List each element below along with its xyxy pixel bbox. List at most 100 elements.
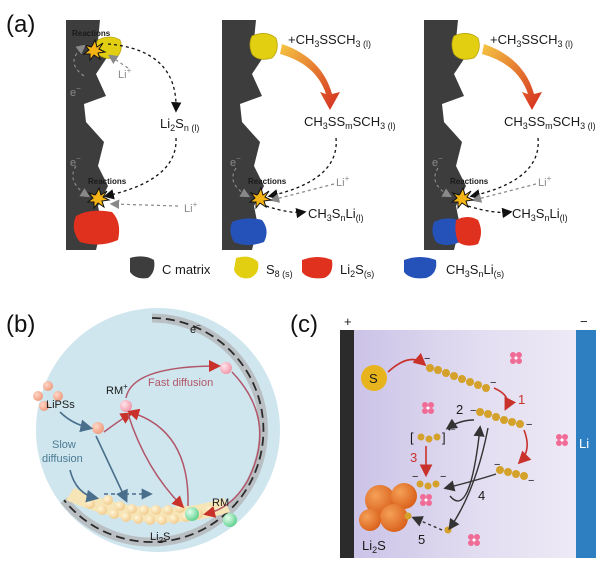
radical-marker-1 bbox=[510, 352, 522, 364]
li-arrow-3 bbox=[471, 183, 537, 203]
panel-c-label: (c) bbox=[290, 311, 318, 338]
cycle-arrow-down-3 bbox=[469, 137, 539, 200]
ch3snli-particle-2 bbox=[230, 218, 267, 245]
electron-label-b: e− bbox=[190, 321, 201, 336]
panel-a: (a) Reactions Reactions Li+ Li+ e− e− Li… bbox=[6, 11, 596, 279]
rm-plus-sphere bbox=[120, 400, 132, 412]
li-electrode-label: Li bbox=[579, 436, 589, 451]
electron-label-3: e− bbox=[432, 154, 443, 169]
electron-arrow-3 bbox=[434, 167, 453, 198]
panel-a-legend: C matrix S8 (s) Li2S(s) CH3SnLi(s) bbox=[130, 256, 504, 279]
rm-sphere-green-1 bbox=[185, 507, 199, 521]
chain-charge-4: − bbox=[526, 419, 532, 431]
reaction-star-3 bbox=[450, 186, 475, 210]
radical-marker-5 bbox=[468, 534, 480, 546]
rm-label: RM bbox=[212, 497, 229, 509]
cathode-electrode bbox=[340, 330, 354, 558]
chain-charge-2: − bbox=[490, 377, 496, 389]
polysulfide-chain-s8 bbox=[426, 364, 490, 392]
li-arrow-bottom bbox=[109, 199, 179, 210]
step-1-label: 1 bbox=[518, 392, 525, 407]
polysulfide-chain-s4 bbox=[496, 466, 528, 480]
rm-sphere-top bbox=[220, 362, 232, 374]
product-arrow-2 bbox=[265, 205, 307, 219]
reaction-arrow-s6-s4 bbox=[517, 429, 532, 465]
blocked-cross: × bbox=[120, 487, 127, 501]
free-sulfur-atom bbox=[404, 512, 412, 520]
sulfur-particle-2 bbox=[249, 33, 278, 60]
reaction-arrow-5 bbox=[411, 516, 443, 531]
large-loop-arrow bbox=[203, 371, 261, 518]
fast-diffusion-arrow bbox=[125, 360, 221, 399]
product-label-3a: CH3SSmSCH3 (l) bbox=[504, 114, 596, 131]
shell-dashes bbox=[63, 317, 265, 543]
reaction-star-2 bbox=[248, 186, 273, 210]
electron-label-1b: e− bbox=[70, 154, 81, 169]
li2s-sphere-3 bbox=[380, 504, 408, 532]
electron-label-2: e− bbox=[230, 154, 241, 169]
chain-charge-1: − bbox=[424, 353, 430, 365]
rm-sphere-green-2 bbox=[223, 513, 237, 527]
panel-b: (b) e− bbox=[6, 308, 280, 552]
slow-diffusion-arrow-2 bbox=[95, 435, 128, 503]
carbon-matrix-2 bbox=[222, 20, 264, 250]
reaction-arrow-1 bbox=[493, 387, 517, 411]
li-ion-label-3: Li+ bbox=[538, 174, 552, 189]
li-arrow-top bbox=[108, 54, 129, 69]
step-3-label: 3 bbox=[410, 450, 417, 465]
reactions-label-1a: Reactions bbox=[72, 29, 111, 38]
panel-b-label: (b) bbox=[6, 311, 35, 338]
li2s-sphere-4 bbox=[359, 509, 381, 531]
lipss-label: LiPSs bbox=[46, 399, 75, 411]
li-ion-label-1a: Li+ bbox=[118, 66, 132, 81]
reaction-arrow-4c bbox=[448, 427, 489, 531]
li-ion-label-2: Li+ bbox=[336, 174, 350, 189]
panel-a-stage-1: Reactions Reactions Li+ Li+ e− e− Li2Sn … bbox=[66, 20, 199, 250]
slow-diffusion-arrow-3 bbox=[69, 469, 100, 503]
legend-c-matrix-swatch bbox=[130, 256, 155, 279]
reactions-label-3: Reactions bbox=[450, 177, 489, 186]
chain-charge-6: − bbox=[528, 475, 534, 487]
chain-charge-3: − bbox=[470, 405, 476, 417]
reagent-arrow-3 bbox=[482, 44, 542, 110]
reaction-star-1a bbox=[82, 38, 107, 62]
reagent-label-3: +CH3SSCH3 (l) bbox=[490, 32, 573, 49]
li2s-sphere-2 bbox=[391, 483, 417, 509]
li2s-label-c: Li2S bbox=[362, 538, 386, 555]
legend-c-matrix-label: C matrix bbox=[162, 262, 211, 277]
bracket-open: [ bbox=[410, 430, 414, 445]
radical-atom-2 bbox=[425, 435, 433, 443]
sulfur-sphere bbox=[361, 365, 387, 391]
slow-diffusion-label-1: Slow bbox=[52, 439, 76, 451]
cycle-arrow-down-2 bbox=[267, 137, 337, 200]
product-label-2a: CH3SSmSCH3 (l) bbox=[304, 114, 396, 131]
reaction-arrow-4b bbox=[449, 425, 485, 502]
electron-arrow-bottom bbox=[72, 165, 91, 198]
electron-arrow-2 bbox=[232, 167, 251, 198]
chain-charge-7: − bbox=[412, 471, 418, 483]
electron-label-1a: e− bbox=[70, 84, 81, 99]
chain-charge-8: − bbox=[440, 471, 446, 483]
legend-li2s-swatch bbox=[302, 257, 333, 279]
chain-charge-5: − bbox=[494, 459, 500, 471]
legend-ch3snli-swatch bbox=[404, 257, 437, 279]
panel-a-label: (a) bbox=[6, 11, 35, 38]
panel-a-stage-2: +CH3SSCH3 (l) CH3SSmSCH3 (l) Reactions e… bbox=[222, 20, 396, 250]
reaction-arrow-s-to-chain bbox=[387, 352, 427, 373]
inner-loop-arrow bbox=[127, 413, 185, 509]
sulfur-label: S bbox=[369, 371, 378, 386]
fast-diffusion-label: Fast diffusion bbox=[148, 377, 213, 389]
legend-s8-swatch bbox=[234, 256, 259, 279]
reaction-arrow-2 bbox=[445, 418, 475, 430]
li2s-spheres bbox=[85, 495, 215, 525]
carbon-matrix-3 bbox=[424, 20, 466, 250]
product-arrow-3 bbox=[467, 205, 513, 219]
anode-sign: − bbox=[580, 314, 588, 329]
rm-plus-label: RM+ bbox=[106, 382, 128, 397]
panel-a-stage-3: +CH3SSCH3 (l) CH3SSmSCH3 (l) Reactions e… bbox=[424, 20, 596, 250]
oxidation-arrow bbox=[127, 408, 189, 507]
radical-atom-3 bbox=[433, 433, 441, 441]
product-label-2b: CH3SnLi(l) bbox=[308, 206, 364, 223]
li2s-particle-3 bbox=[455, 217, 481, 246]
panel-c: (c) + − Li S − − − − − bbox=[290, 311, 596, 558]
